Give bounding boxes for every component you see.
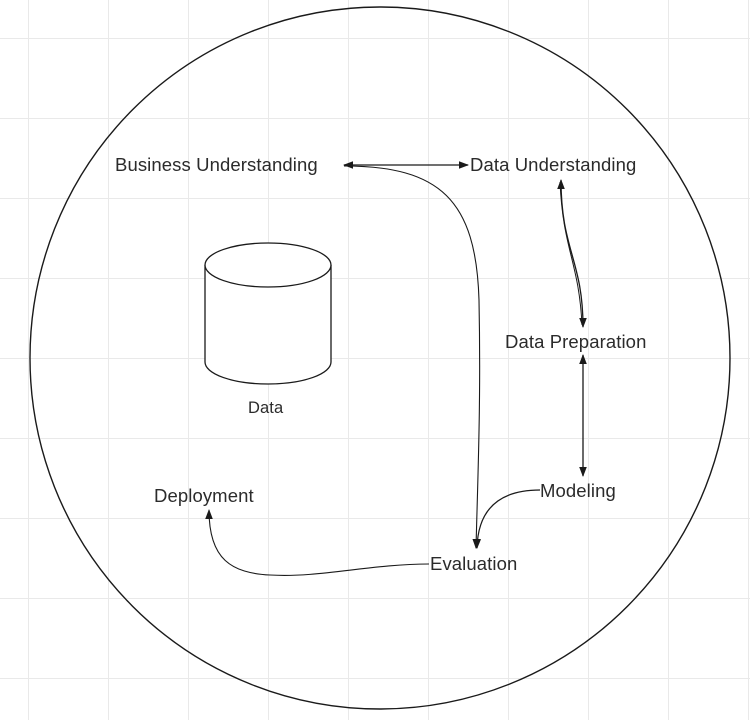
edge-business-to-evaluation[interactable] xyxy=(343,165,481,549)
edge-data-understanding-to-data-preparation[interactable] xyxy=(557,179,587,328)
node-data-understanding[interactable]: Data Understanding xyxy=(470,154,637,175)
node-deployment[interactable]: Deployment xyxy=(154,485,254,506)
database-icon[interactable] xyxy=(204,242,332,385)
outer-cycle-circle xyxy=(29,6,731,710)
database-label: Data xyxy=(248,399,284,417)
edge-data-understanding-to-data-preparation-return xyxy=(559,181,583,326)
node-data-preparation[interactable]: Data Preparation xyxy=(505,331,647,352)
edge-evaluation-to-deployment[interactable] xyxy=(205,509,430,576)
node-business-understanding[interactable]: Business Understanding xyxy=(115,154,318,175)
node-modeling[interactable]: Modeling xyxy=(540,480,616,501)
node-evaluation[interactable]: Evaluation xyxy=(430,553,518,574)
edge-modeling-to-evaluation[interactable] xyxy=(473,489,541,549)
